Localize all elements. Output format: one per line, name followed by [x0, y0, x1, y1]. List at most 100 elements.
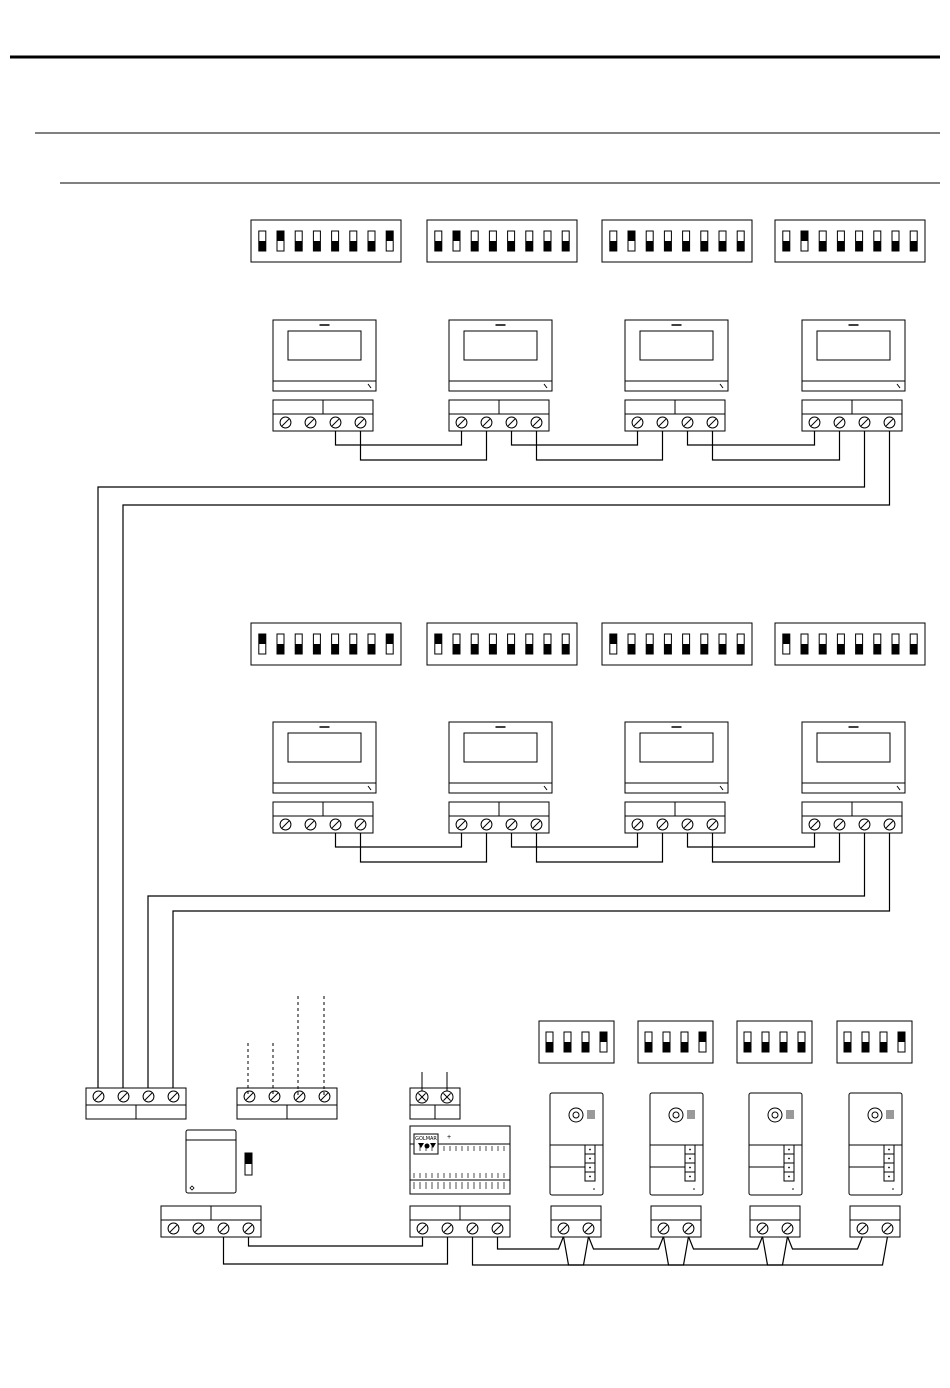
dip-switch-frame	[775, 623, 925, 665]
dip-switch-on	[898, 1032, 905, 1042]
dip-switch-off	[862, 1042, 869, 1052]
terminal-block-frame	[651, 1206, 701, 1237]
dip-switch-on	[600, 1032, 607, 1042]
dip-switch-off	[368, 241, 375, 251]
dip-switch-off	[701, 241, 708, 251]
pushbutton-icon	[689, 1158, 691, 1160]
wire	[336, 431, 462, 446]
dip-switch-off	[683, 644, 690, 654]
dip-switch-off	[663, 1042, 670, 1052]
dip-switch-on	[453, 231, 460, 241]
dip-switch-frame	[427, 220, 577, 262]
dip-switch-off	[798, 1042, 805, 1052]
door-panel-terminal-block	[651, 1206, 701, 1237]
monitor-icon	[449, 320, 552, 391]
pushbutton-icon	[888, 1158, 890, 1160]
door-panel-icon	[849, 1093, 902, 1195]
door-panel-icon	[550, 1093, 603, 1195]
pushbutton-icon	[888, 1149, 890, 1151]
wire	[589, 1237, 664, 1250]
dip-switch-off	[819, 644, 826, 654]
power-supply-icon	[186, 1130, 252, 1193]
dip-switch-off	[681, 1042, 688, 1052]
door-panel-icon	[749, 1093, 802, 1195]
dip-switch-off	[856, 644, 863, 654]
dip-switch-off	[646, 241, 653, 251]
wire	[336, 833, 462, 848]
dip-switch-off	[350, 241, 357, 251]
logo-text: GOLMAR	[415, 1136, 437, 1142]
dip-switch-off	[526, 644, 533, 654]
dip-switch-off	[471, 241, 478, 251]
wire	[688, 833, 815, 848]
dip-switch-off	[368, 644, 375, 654]
door-panel-icon	[650, 1093, 703, 1195]
dip-switch-off	[544, 241, 551, 251]
dip-switch-on	[628, 231, 635, 241]
dip-switch-off	[350, 644, 357, 654]
pushbutton-icon	[788, 1167, 790, 1169]
wire	[688, 431, 815, 446]
pushbutton-icon	[888, 1176, 890, 1178]
wire	[788, 1237, 863, 1250]
dip-switch-off	[313, 644, 320, 654]
pushbutton-icon	[689, 1149, 691, 1151]
dip-switch-on	[259, 634, 266, 644]
pushbutton-icon	[689, 1176, 691, 1178]
pushbutton-icon	[589, 1158, 591, 1160]
dip-switch-on	[277, 231, 284, 241]
monitor-terminal-block	[273, 802, 373, 833]
dip-switch-on	[610, 634, 617, 644]
dip-switch-off	[801, 644, 808, 654]
dip-switch-off	[435, 241, 442, 251]
monitor-screen	[288, 733, 361, 762]
dip-switch-off	[645, 1042, 652, 1052]
door-panel-terminal-block	[551, 1206, 601, 1237]
door-panel-terminal-block	[750, 1206, 800, 1237]
dip-switch-off	[664, 644, 671, 654]
dip-switch-on	[783, 634, 790, 644]
lock-terminal-crosses	[410, 1088, 460, 1119]
dip-switch-frame	[251, 623, 401, 665]
dip-switch-monitor	[251, 623, 401, 665]
monitor-terminal-block	[802, 802, 902, 833]
dip-switch-frame	[602, 220, 752, 262]
dip-switch-off	[471, 644, 478, 654]
terminal-block-frame	[850, 1206, 900, 1237]
monitor-screen	[464, 733, 537, 762]
monitor-icon	[449, 722, 552, 793]
wire	[763, 1237, 888, 1266]
monitor-icon	[802, 320, 905, 391]
header-rules	[10, 57, 940, 183]
dip-switch-off	[874, 241, 881, 251]
monitor-terminal-block	[625, 400, 725, 431]
dip-switch-off	[628, 644, 635, 654]
dip-switch-off	[295, 644, 302, 654]
dip-switch-off	[544, 644, 551, 654]
pushbutton-icon	[788, 1176, 790, 1178]
dip-switch-off	[880, 1042, 887, 1052]
dip-switch-monitor	[775, 220, 925, 262]
dip-switch-off	[546, 1042, 553, 1052]
pushbutton-icon	[689, 1167, 691, 1169]
dashed-wires	[248, 996, 324, 1096]
dip-switch-on	[386, 231, 393, 241]
dip-switch-off	[664, 241, 671, 251]
dip-switch-on	[386, 634, 393, 644]
pushbutton-icon	[589, 1149, 591, 1151]
monitor-terminal-block	[273, 400, 373, 431]
dip-switch-off	[313, 241, 320, 251]
dip-switch-off	[892, 241, 899, 251]
monitor-screen	[817, 733, 890, 762]
dip-switch-off	[874, 644, 881, 654]
monitor-icon	[273, 722, 376, 793]
dip-switch-off	[762, 1042, 769, 1052]
dip-switch-on	[435, 634, 442, 644]
monitor-terminal-block	[802, 400, 902, 431]
dip-switch-off	[737, 241, 744, 251]
dip-switch-off	[701, 644, 708, 654]
riser-terminal-block	[86, 1088, 186, 1119]
power-supply-terminal-block	[161, 1206, 261, 1237]
dip-switch-off	[856, 241, 863, 251]
